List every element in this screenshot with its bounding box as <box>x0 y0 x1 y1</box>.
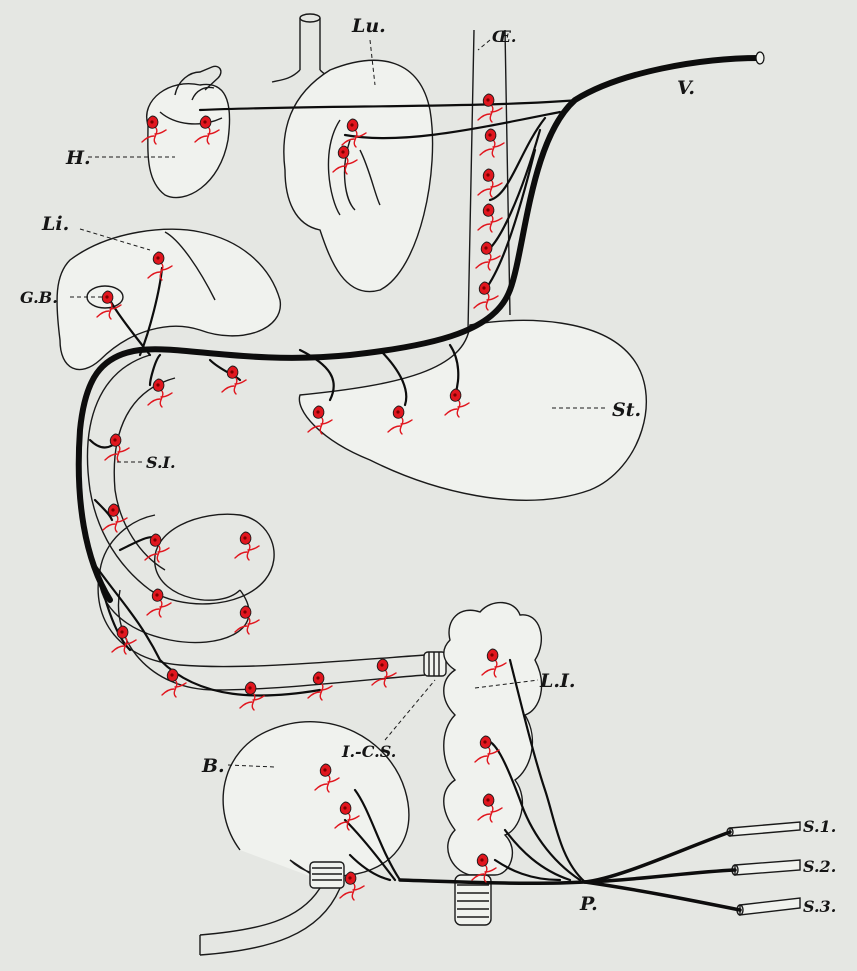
label-sacral-3: S.3. <box>803 897 836 916</box>
label-sacral-1: S.1. <box>803 817 836 836</box>
ganglion-cell <box>148 379 172 407</box>
ganglion-cell <box>478 94 502 122</box>
label-large-intestine: L.I. <box>539 670 575 692</box>
ganglion-cell <box>147 589 171 617</box>
ganglion-cell <box>308 672 332 700</box>
ganglion-cell <box>474 282 498 310</box>
label-stomach: St. <box>612 399 641 421</box>
ganglion-cell <box>478 204 502 232</box>
ganglion-cell <box>103 504 127 532</box>
ganglion-cell <box>235 532 259 560</box>
lung <box>272 14 433 292</box>
label-oesophagus: Œ. <box>492 27 516 46</box>
label-gall-bladder: G.B. <box>20 288 58 307</box>
label-vagus: V. <box>677 77 695 99</box>
ganglion-cell <box>480 129 504 157</box>
stomach <box>299 320 646 500</box>
label-heart: H. <box>65 147 91 169</box>
label-sacral-2: S.2. <box>803 857 836 876</box>
label-ileocolic-sphincter: I.-C.S. <box>341 742 396 761</box>
ganglion-cell <box>372 659 396 687</box>
ganglion-cell <box>478 169 502 197</box>
label-liver: Li. <box>41 213 69 235</box>
label-pelvic: P. <box>579 893 598 915</box>
label-lung: Lu. <box>351 15 386 37</box>
ganglion-cell <box>476 242 500 270</box>
label-small-intestine: S.I. <box>146 453 176 472</box>
pelvic-nerve <box>345 660 740 910</box>
sacral-roots <box>727 822 800 915</box>
ileocolic-sphincter <box>424 652 446 676</box>
label-bladder: B. <box>201 755 225 777</box>
